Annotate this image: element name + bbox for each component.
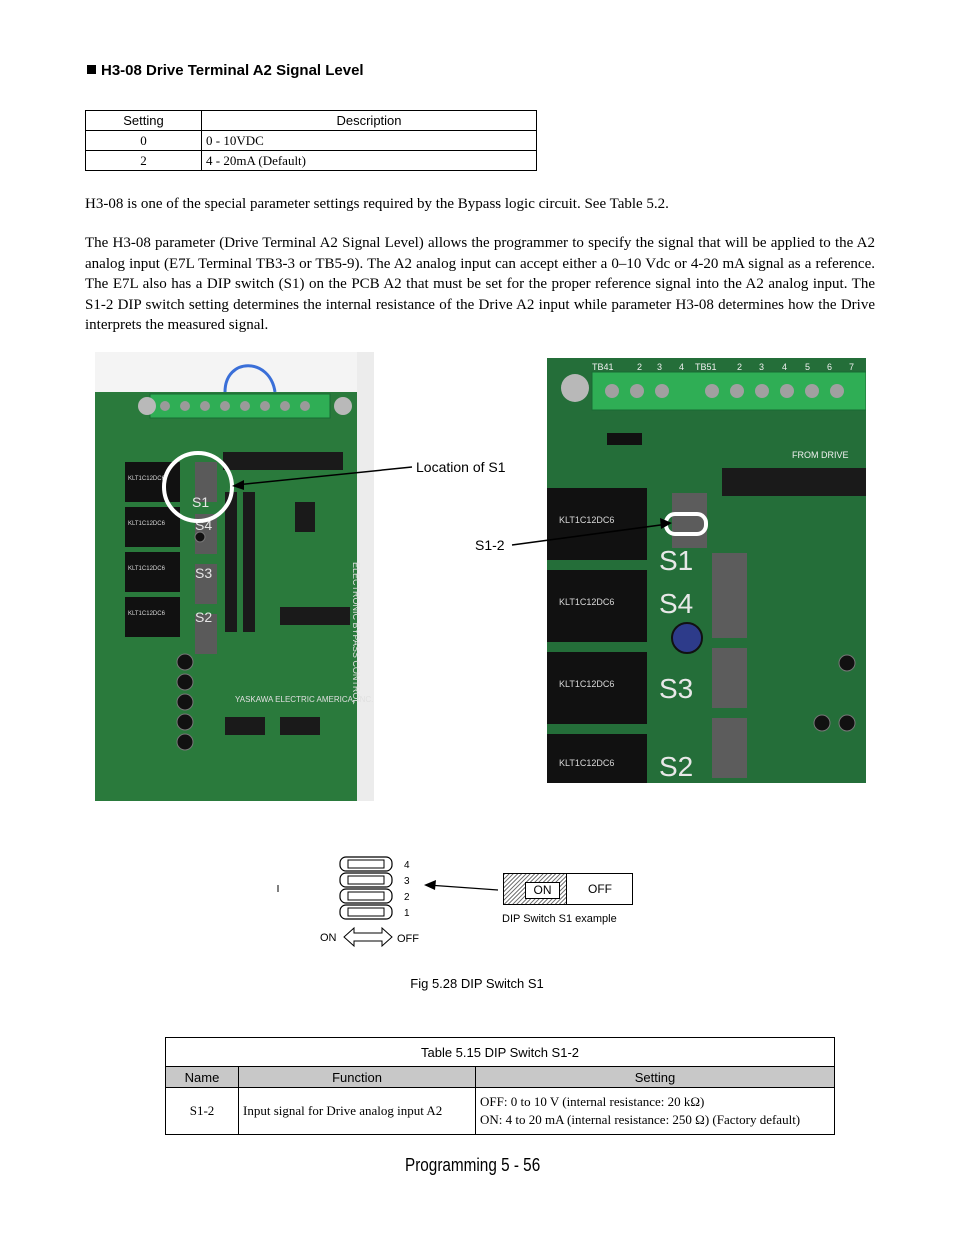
location-callout-label: Location of S1 [416,459,506,475]
s1-2-callout-label: S1-2 [475,537,505,553]
board-right-graphic: TB41 TB51 2 3 4 2 3 4 5 6 7 FROM DRIVE K… [547,358,866,783]
terminal-number: 2 [637,362,642,372]
dip-position-label: 1 [404,908,410,919]
board-photo-right: TB41 TB51 2 3 4 2 3 4 5 6 7 FROM DRIVE K… [547,358,866,783]
off-label: OFF [397,933,419,945]
switch-label: S2 [659,751,693,782]
dip-switch-table: Table 5.15 DIP Switch S1-2 Name Function… [165,1037,835,1135]
table-caption-row: Table 5.15 DIP Switch S1-2 [165,1037,835,1067]
dip-example-on: ON [525,882,560,899]
table-header: Name [165,1066,239,1088]
terminal-number: 5 [805,362,810,372]
highlight-circle [162,451,234,523]
callout-line [235,466,413,486]
paragraph: The H3-08 parameter (Drive Terminal A2 S… [85,235,875,333]
vertical-label: ELECTRONIC BYPASS CONTROL [351,562,361,704]
switch-label: S3 [195,565,212,581]
paragraph: H3-08 is one of the special parameter se… [85,196,669,212]
dip-switch-diagram: 4 3 2 1 ON OFF [277,856,499,948]
terminal-number: 4 [679,362,684,372]
terminal-number: 2 [737,362,742,372]
relay-label: KLT1C12DC6 [559,758,614,768]
heading-text: H3-08 Drive Terminal A2 Signal Level [101,62,364,79]
arrowhead-icon [660,518,672,529]
relay-label: KLT1C12DC6 [128,521,166,527]
terminal-number: 3 [657,362,662,372]
switch-label: S2 [195,609,212,625]
table-row: 2 4 - 20mA (Default) [85,150,537,171]
board-photo-left: KLT1C12DC6 KLT1C12DC6 KLT1C12DC6 KLT1C12… [95,352,374,801]
on-label: ON [320,932,337,944]
dip-position-label: 3 [404,876,410,887]
table-cell: 4 - 20mA (Default) [201,150,537,171]
double-arrow-icon [343,926,393,948]
table-cell: 2 [85,150,202,171]
terminal-block-label: TB41 [592,362,614,372]
dip-example-caption: DIP Switch S1 example [502,913,617,925]
relay-label: KLT1C12DC6 [128,611,166,617]
board-left-graphic: KLT1C12DC6 KLT1C12DC6 KLT1C12DC6 KLT1C12… [95,352,374,801]
table-cell: OFF: 0 to 10 V (internal resistance: 20 … [475,1087,835,1135]
terminal-number: 7 [849,362,854,372]
figure-caption: Fig 5.28 DIP Switch S1 [410,976,544,991]
table-header: Description [201,110,537,131]
square-bullet-icon [87,65,96,74]
dip-example-off: OFF [588,882,612,896]
table-cell: S1-2 [165,1087,239,1135]
dip-callout-line [427,884,499,891]
terminal-number: 6 [827,362,832,372]
table-caption: Table 5.15 DIP Switch S1-2 [165,1037,835,1067]
relay-label: KLT1C12DC6 [559,515,614,525]
terminal-number: 4 [782,362,787,372]
table-header-row: Name Function Setting [165,1066,835,1088]
maker-label: YASKAWA ELECTRIC AMERICA, INC. [235,695,373,704]
table-header: Function [238,1066,476,1088]
switch-label: S4 [659,588,693,619]
dip-position-label: 4 [404,860,410,871]
dip-switch-example: ON OFF [503,873,633,905]
relay-label: KLT1C12DC6 [128,476,166,482]
switch-label: S1 [192,494,209,510]
arrowhead-icon [232,480,244,490]
switch-label: S1 [659,545,693,576]
arrowhead-icon [424,880,436,890]
callout-line [511,523,669,546]
terminal-block-label: TB51 [695,362,717,372]
section-heading: H3-08 Drive Terminal A2 Signal Level [87,62,364,79]
relay-label: KLT1C12DC6 [128,566,166,572]
header-label: FROM DRIVE [792,450,849,460]
setting-line: OFF: 0 to 10 V (internal resistance: 20 … [480,1094,705,1109]
relay-label: KLT1C12DC6 [559,597,614,607]
switch-label: S3 [659,673,693,704]
setting-table: Setting Description 0 0 - 10VDC 2 4 - 20… [85,110,537,171]
page-footer: Programming 5 - 56 [405,1155,541,1175]
terminal-number: 3 [759,362,764,372]
table-header: Setting [475,1066,835,1088]
table-cell: Input signal for Drive analog input A2 [238,1087,476,1135]
table-header: Setting [85,110,202,131]
table-row: 0 0 - 10VDC [85,130,537,151]
table-row: S1-2 Input signal for Drive analog input… [165,1087,835,1135]
relay-label: KLT1C12DC6 [559,679,614,689]
setting-line: ON: 4 to 20 mA (internal resistance: 250… [480,1112,801,1127]
dip-position-label: 2 [404,892,410,903]
table-header-row: Setting Description [85,110,537,131]
